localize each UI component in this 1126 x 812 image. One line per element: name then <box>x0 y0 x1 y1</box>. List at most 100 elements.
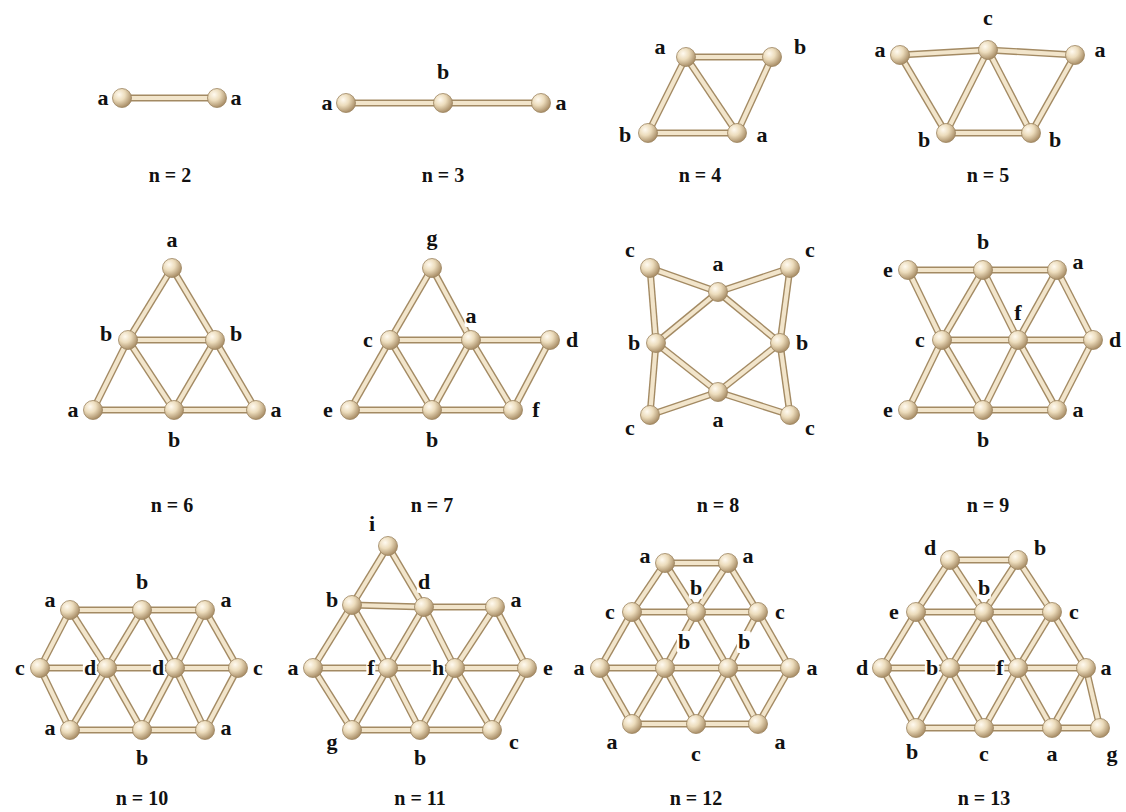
atom-sphere <box>379 659 398 678</box>
bond-rod <box>718 343 780 392</box>
bond-outline <box>1018 270 1057 340</box>
bond-rod <box>174 340 215 410</box>
atom-sphere <box>343 596 362 615</box>
atom-site-label: g <box>426 227 439 249</box>
bond-rod <box>650 268 718 292</box>
cluster-size-label: n = 8 <box>696 495 741 515</box>
bond-rod <box>942 340 983 410</box>
bond-outline <box>650 268 718 292</box>
bond-rod <box>1018 666 1086 670</box>
atom-sphere <box>504 401 523 420</box>
atom-sphere <box>1066 46 1085 65</box>
bond-rod <box>174 408 256 412</box>
cluster-size-label: n = 5 <box>966 165 1011 185</box>
bond-outline <box>648 57 686 133</box>
bond-outline <box>174 340 215 410</box>
atom-site-label: b <box>689 577 703 599</box>
bond-rod <box>432 408 513 412</box>
atom-site-label: b <box>905 741 919 763</box>
cluster-size-label: n = 11 <box>393 788 446 808</box>
atom-site-label: d <box>923 537 937 559</box>
atom-site-label: b <box>677 631 691 653</box>
bond-rod <box>908 408 983 412</box>
bond-outline <box>122 95 217 102</box>
atom-site-label: a <box>220 589 233 611</box>
atom-site-label: c <box>690 743 702 765</box>
bond-outline <box>174 407 256 414</box>
atom-sphere <box>941 659 960 678</box>
bond-outline <box>420 727 492 734</box>
bond-outline <box>650 392 718 415</box>
atom-site-label: a <box>67 399 80 421</box>
atom-sphere <box>133 721 152 740</box>
bond-outline <box>882 668 916 728</box>
atom-site-label: b <box>976 429 990 451</box>
bond-rod <box>950 668 984 728</box>
bond-outline <box>1052 668 1086 728</box>
bond-outline <box>70 607 142 614</box>
bond-rod <box>70 608 142 612</box>
atom-site-label: c <box>804 239 816 261</box>
cluster-size-label: n = 3 <box>421 165 466 185</box>
atom-site-label: a <box>606 731 619 753</box>
bond-outline <box>984 725 1052 732</box>
atom-sphere <box>979 41 998 60</box>
bond-outline <box>686 54 772 61</box>
atom-sphere <box>304 659 323 678</box>
atom-sphere <box>937 124 956 143</box>
bond-outline <box>908 267 983 274</box>
atom-sphere <box>119 331 138 350</box>
bond-outline <box>983 340 1018 410</box>
atom-sphere <box>975 603 994 622</box>
bond-rod <box>175 668 205 730</box>
bond-outline <box>946 50 988 133</box>
bond-outline <box>390 268 432 340</box>
bond-rod <box>205 610 238 668</box>
bond-rod <box>93 340 128 410</box>
atom-sphere <box>975 719 994 738</box>
atom-sphere <box>907 603 926 622</box>
bond-rod <box>390 338 471 342</box>
bond-outline <box>471 337 550 344</box>
bond-outline <box>495 607 527 668</box>
atom-sphere <box>933 331 952 350</box>
atom-sphere <box>379 537 398 556</box>
bond-rod <box>346 101 443 105</box>
atom-site-label: b <box>737 631 751 653</box>
atom-site-label: c <box>14 657 26 679</box>
atom-site-label: b <box>977 577 991 599</box>
atom-site-label: c <box>982 7 994 29</box>
atom-site-label: f <box>531 399 540 421</box>
bond-rod <box>128 338 215 342</box>
cluster-size-label: n = 4 <box>678 165 723 185</box>
atom-site-label: a <box>654 36 667 58</box>
bond-rod <box>492 668 527 730</box>
atom-sphere <box>518 659 537 678</box>
atom-site-label: c <box>624 239 636 261</box>
bond-outline <box>388 607 424 668</box>
atom-sphere <box>133 601 152 620</box>
bond-outline <box>1057 270 1093 340</box>
bond-rod <box>942 338 1018 342</box>
bond-rod <box>950 558 1018 562</box>
bond-outline <box>352 605 424 607</box>
atom-site-label: i <box>368 513 376 535</box>
atom-site-label: d <box>151 657 165 679</box>
atom-sphere <box>483 721 502 740</box>
bond-rod <box>70 728 142 732</box>
atom-site-label: a <box>806 657 819 679</box>
atom-site-label: h <box>431 657 445 679</box>
bond-outline <box>390 337 471 344</box>
atom-site-label: g <box>1106 743 1119 765</box>
bond-outline <box>1018 340 1057 410</box>
bond-rod <box>983 408 1057 412</box>
atom-site-label: d <box>417 571 431 593</box>
atom-sphere <box>343 721 362 740</box>
atom-sphere <box>656 554 675 573</box>
atom-site-label: b <box>99 323 113 345</box>
bond-outline <box>916 725 984 732</box>
atom-sphere <box>891 46 910 65</box>
atom-sphere <box>781 406 800 425</box>
bond-outline <box>40 665 107 672</box>
